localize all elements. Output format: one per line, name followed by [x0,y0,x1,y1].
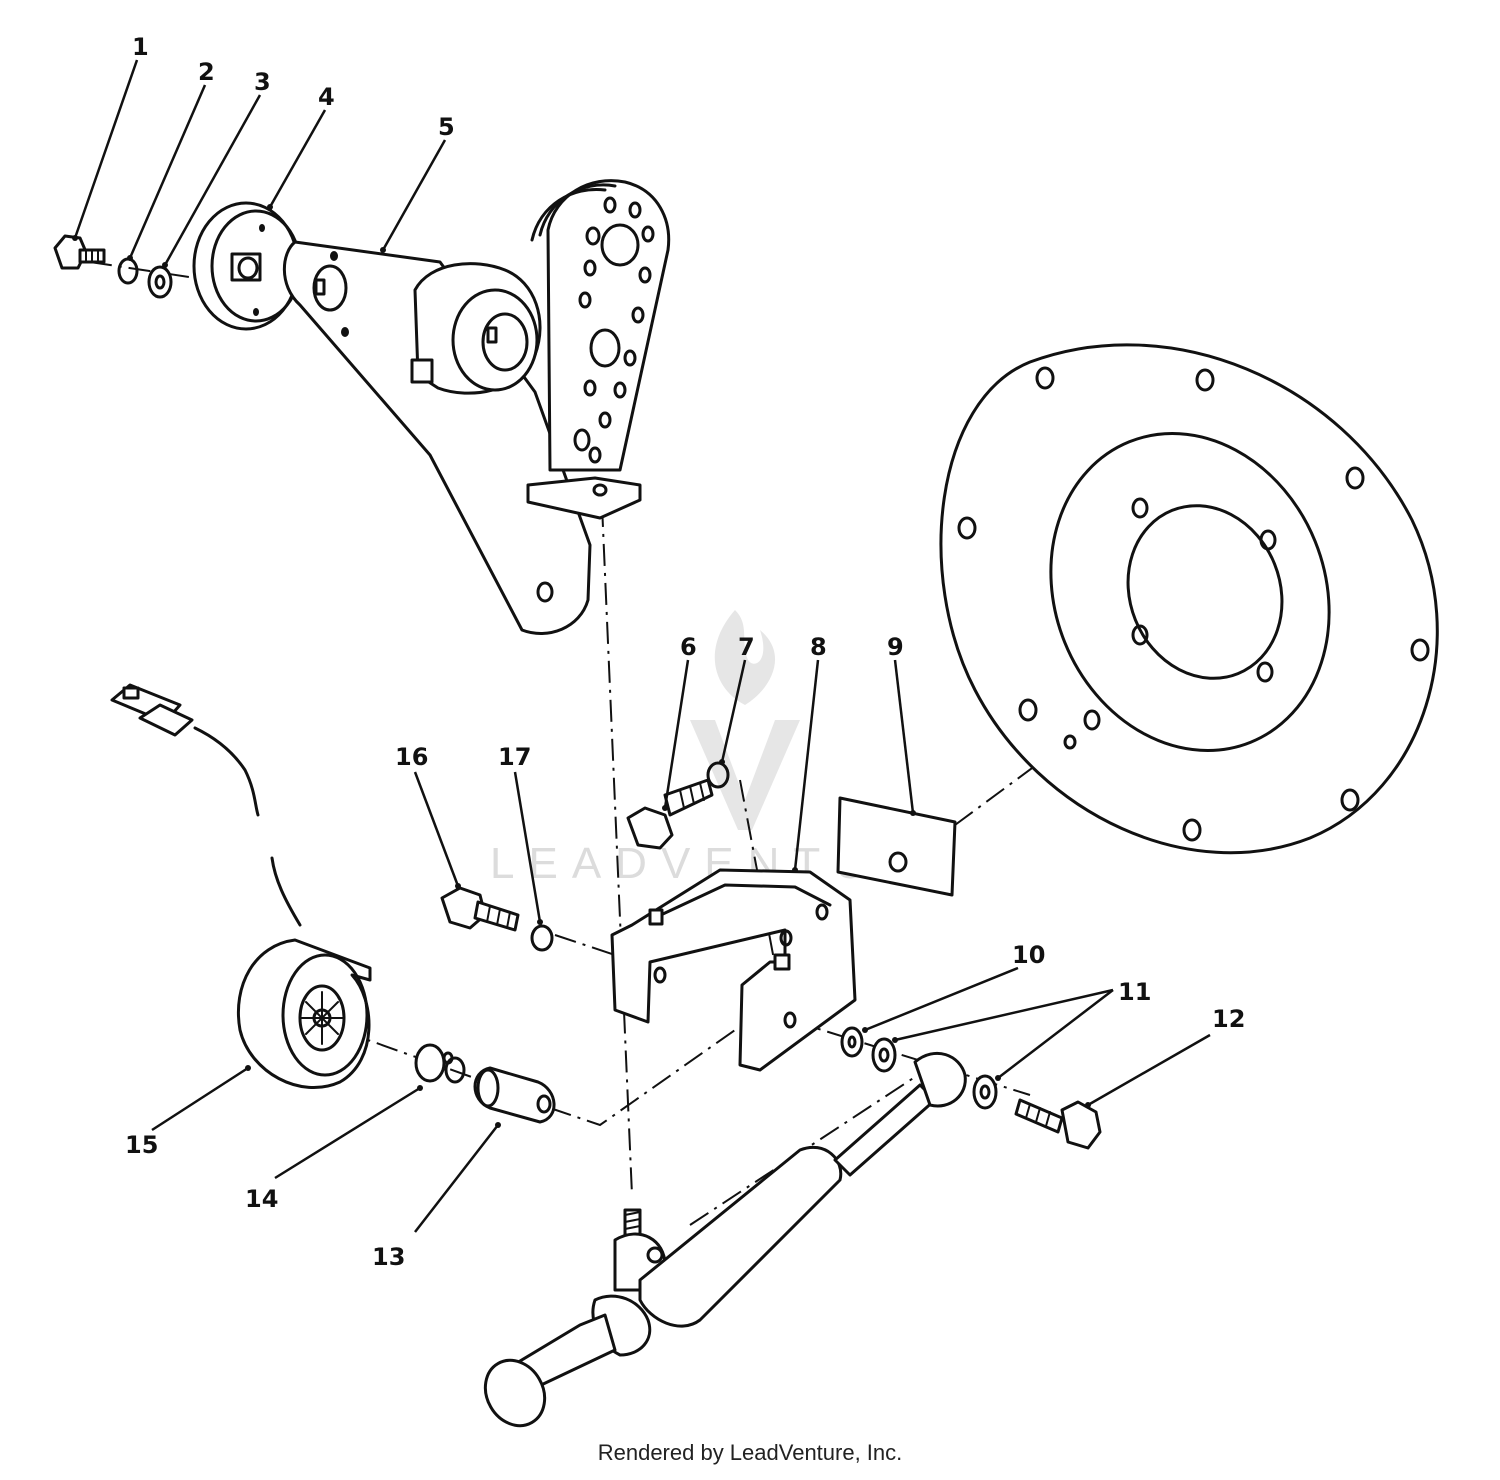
disc-mount-hole [1063,734,1077,750]
callout-labels: 1 2 3 4 5 6 7 8 9 10 11 12 13 14 15 16 1… [125,33,1245,1271]
callout-17: 17 [498,743,531,771]
part-8-caliper-bracket [610,868,857,1072]
callout-5: 5 [438,113,455,141]
leader-endpoints [72,204,1091,1128]
part-6-bolt [626,778,714,850]
part-17-lock-washer [530,924,554,952]
footer-credit: Rendered by LeadVenture, Inc. [597,1440,903,1465]
part-9-brake-pad [836,796,957,897]
callout-12: 12 [1212,1005,1245,1033]
brake-disc [939,343,1439,855]
brake-rod-assembly [483,1051,967,1428]
callout-2: 2 [198,58,215,86]
callout-16: 16 [395,743,428,771]
callout-10: 10 [1012,941,1045,969]
callout-6: 6 [680,633,697,661]
callout-9: 9 [887,633,904,661]
part-7-lock-washer [706,761,730,789]
part-1-hex-bolt [53,234,106,270]
part-2-lock-washer [117,257,139,285]
callout-13: 13 [372,1243,405,1271]
wire-connector [110,683,260,817]
part-15-actuator [237,856,372,1090]
callout-3: 3 [254,68,271,96]
part-11-washers [871,1037,998,1110]
part-16-bolt [440,886,520,932]
callout-8: 8 [810,633,827,661]
callout-4: 4 [318,83,335,111]
callout-7: 7 [738,633,755,661]
callout-1: 1 [132,33,149,61]
part-10-washer [840,1026,864,1058]
callout-11: 11 [1118,978,1151,1006]
callout-15: 15 [125,1131,158,1159]
callout-14: 14 [245,1185,278,1213]
part-3-flat-washer [147,265,173,299]
part-13-spacer [473,1066,556,1124]
leader-lines [73,59,1211,1233]
part-12-bolt [1014,1098,1102,1150]
part-5-brake-arm [282,179,671,635]
part-14-nut [414,1043,466,1084]
